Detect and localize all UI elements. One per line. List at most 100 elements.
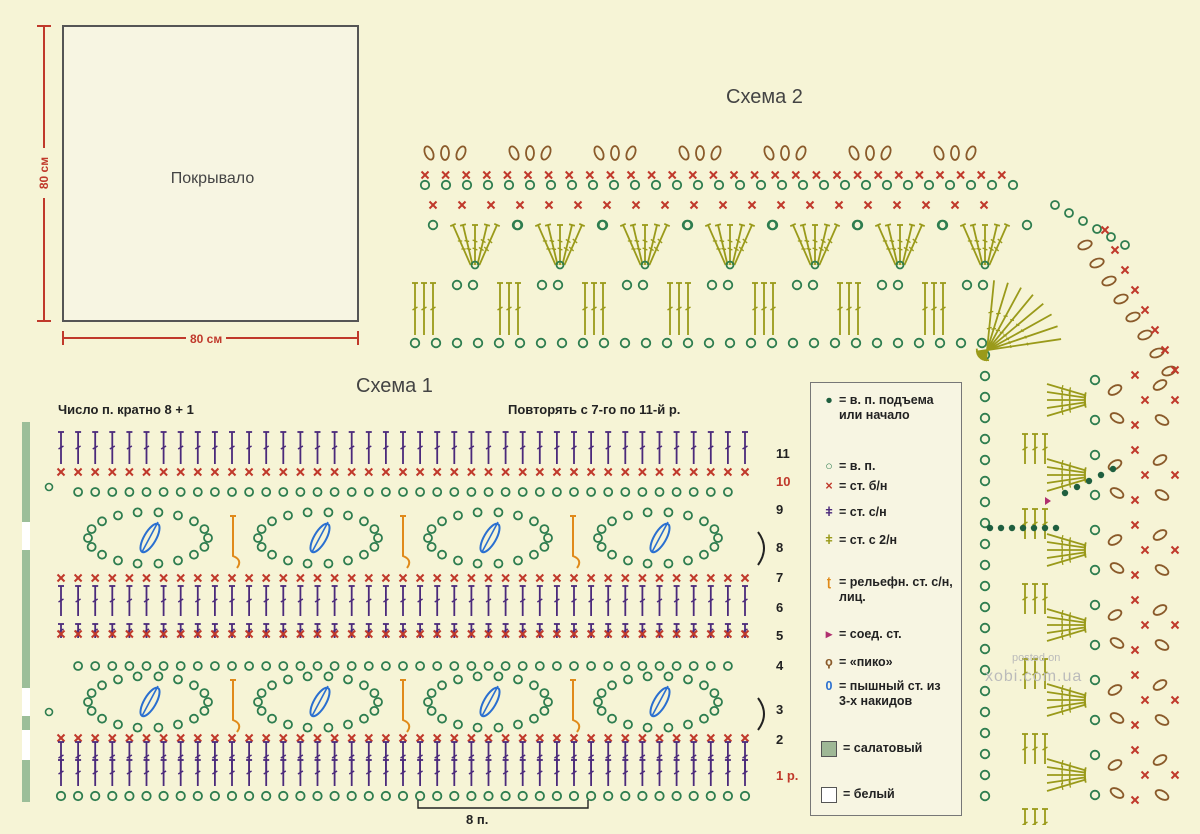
picot-stitch (423, 145, 435, 161)
single-crochet (750, 170, 759, 180)
chain-stitch (593, 697, 603, 707)
single-crochet (125, 573, 134, 583)
double-crochet (922, 282, 928, 335)
single-crochet (740, 467, 750, 477)
single-crochet (486, 200, 496, 210)
single-crochet (1140, 470, 1150, 480)
single-crochet (1140, 620, 1150, 630)
single-crochet (90, 573, 100, 583)
single-crochet (450, 573, 459, 583)
chain-stitch (1089, 564, 1101, 576)
chain-stitch (512, 219, 524, 231)
single-crochet (193, 467, 203, 477)
single-crochet (467, 573, 476, 583)
chain-stitch (83, 533, 93, 543)
chain-stitch (552, 279, 564, 291)
double-crochet (194, 431, 201, 464)
chain-stitch (363, 487, 374, 497)
double-crochet (536, 759, 543, 786)
single-crochet (638, 629, 647, 639)
chain-stitch (892, 337, 904, 349)
chain-stitch (979, 559, 991, 571)
chain-stitch (725, 260, 735, 270)
chain-stitch (359, 680, 369, 691)
chain-stitch (979, 475, 991, 487)
single-crochet (544, 170, 553, 180)
chain-stitch (586, 487, 596, 497)
treble-crochet (1046, 401, 1087, 417)
chain-stitch (787, 337, 799, 349)
single-crochet (415, 573, 425, 583)
chain-stitch (493, 558, 504, 569)
chain-stitch (766, 337, 778, 349)
chain-stitch (1089, 714, 1101, 726)
treble-crochet (884, 223, 899, 266)
chain-stitch (603, 487, 614, 497)
double-crochet (724, 585, 731, 616)
single-crochet (621, 467, 630, 477)
double-crochet (1042, 433, 1048, 464)
double-crochet (707, 759, 714, 786)
double-crochet (297, 585, 304, 616)
chain-stitch (73, 487, 83, 497)
chain-stitch (209, 661, 220, 671)
chain-stitch (278, 661, 289, 671)
picot-stitch (1154, 414, 1170, 426)
double-crochet (605, 759, 612, 786)
chain-stitch (323, 507, 334, 518)
double-crochet (160, 585, 167, 616)
double-crochet (690, 759, 697, 786)
double-crochet (143, 759, 150, 786)
double-crochet (639, 431, 646, 464)
double-crochet (588, 431, 595, 464)
chain-stitch (267, 680, 277, 691)
double-crochet (667, 282, 673, 335)
single-crochet (723, 733, 733, 743)
single-crochet (853, 170, 862, 180)
double-crochet (656, 431, 663, 464)
single-crochet (1170, 365, 1180, 375)
chain-stitch (261, 487, 272, 497)
chain-stitch (472, 507, 483, 518)
single-crochet (501, 733, 510, 743)
single-crochet (747, 200, 757, 210)
picot-stitch (965, 145, 977, 161)
chain-stitch (466, 661, 477, 671)
treble-crochet (561, 223, 576, 266)
chain-stitch (1089, 599, 1101, 611)
chain-stitch (979, 706, 991, 718)
chain-stitch (852, 219, 864, 231)
treble-crochet (986, 223, 1001, 266)
chain-icon: ○ (825, 459, 833, 473)
chain-stitch (267, 516, 277, 527)
chain-stitch (688, 661, 699, 671)
double-crochet (553, 585, 560, 616)
double-crochet (571, 759, 577, 786)
chain-stitch (682, 219, 694, 231)
single-crochet (457, 200, 467, 210)
chain-stitch (1050, 200, 1060, 210)
double-crochet (485, 431, 492, 464)
chain-stitch (566, 179, 578, 191)
chain-stitch (199, 524, 210, 535)
single-crochet (330, 467, 339, 477)
single-crochet (638, 467, 647, 477)
double-crochet (742, 431, 748, 464)
double-crochet (502, 759, 509, 786)
turning-chain (44, 482, 54, 492)
treble-crochet (704, 222, 727, 266)
chain-stitch (1106, 232, 1116, 242)
legend-item: 0= пышный ст. из 3-х накидов (821, 679, 954, 709)
single-crochet (689, 629, 698, 639)
single-crochet (296, 629, 305, 639)
treble-crochet (478, 222, 501, 266)
single-crochet (432, 467, 442, 477)
double-crochet (588, 585, 595, 616)
puff-stitch-stem (481, 685, 499, 717)
chain-stitch (343, 555, 353, 566)
chain-stitch (642, 722, 653, 733)
double-crochet (434, 431, 441, 464)
single-crochet (812, 170, 821, 180)
chain-stitch (829, 337, 841, 349)
double-crochet (707, 585, 714, 616)
